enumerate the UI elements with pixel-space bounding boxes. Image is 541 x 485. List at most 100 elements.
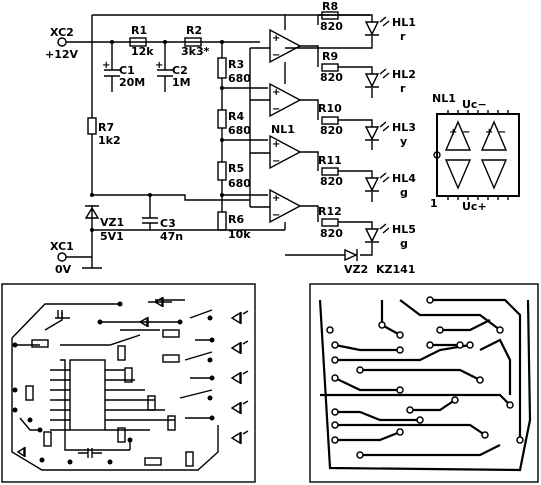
resistor-r1: R1 12k: [129, 24, 154, 58]
svg-text:+: +: [272, 33, 280, 44]
c1-name: C1: [119, 64, 135, 77]
r10-value: 820: [320, 124, 343, 137]
capacitor-c1: C1 20M +: [102, 40, 145, 92]
hl4-name: HL4: [392, 172, 416, 185]
resistor-r6: R6 10k: [217, 211, 251, 241]
r7-name: R7: [98, 121, 114, 134]
nl1-label: NL1: [271, 123, 295, 136]
comparator-2: + −: [269, 82, 302, 118]
pcb-copper-layout: [309, 283, 539, 483]
svg-text:−: −: [272, 156, 280, 167]
r2-name: R2: [186, 24, 202, 37]
r3-name: R3: [228, 58, 244, 71]
svg-text:+: +: [449, 127, 457, 138]
hl3-name: HL3: [392, 121, 416, 134]
c3-name: C3: [160, 217, 176, 230]
xc2-label: XC2: [50, 26, 74, 39]
schematic: XC2 +12V XC1 0V R1 12k R2 3k3*: [45, 0, 416, 276]
resistor-r3: R3 680: [217, 57, 251, 85]
pinout-uc-plus: Uc+: [462, 200, 487, 213]
r5-name: R5: [228, 162, 244, 175]
resistor-r5: R5 680: [217, 161, 251, 190]
terminal-xc2: XC2 +12V: [45, 26, 79, 61]
pinout-title: NL1: [432, 92, 456, 105]
r11-value: 820: [320, 175, 343, 188]
comparator-4: + −: [269, 188, 302, 224]
pinout-pin1: 1: [430, 197, 438, 210]
pcb-component-layout: [1, 283, 256, 483]
r11-name: R11: [318, 154, 342, 167]
r8-value: 820: [320, 20, 343, 33]
led-hl4: HL4 g: [364, 172, 416, 199]
c3-value: 47n: [160, 230, 183, 243]
comparator-3: + −: [269, 134, 302, 170]
hl3-color: y: [400, 135, 407, 148]
capacitor-c2: C2 1M +: [155, 40, 191, 92]
hl1-name: HL1: [392, 16, 416, 29]
xc1-label: XC1: [50, 240, 74, 253]
r2-value: 3k3*: [181, 45, 210, 58]
c2-polarity: +: [155, 60, 163, 71]
resistor-r2: R2 3k3*: [181, 24, 210, 58]
resistor-r9: R9 820: [320, 50, 343, 84]
vz2-name: VZ2: [344, 263, 368, 276]
r7-value: 1k2: [98, 134, 121, 147]
r4-name: R4: [228, 110, 244, 123]
r6-value: 10k: [228, 228, 251, 241]
r8-name: R8: [322, 0, 338, 13]
r4-value: 680: [228, 124, 251, 137]
vz1-name: VZ1: [100, 216, 124, 229]
hl1-color: r: [400, 30, 406, 43]
hl2-color: r: [400, 82, 406, 95]
svg-text:+: +: [272, 87, 280, 98]
hl5-name: HL5: [392, 223, 416, 236]
resistor-r10: R10 820: [318, 102, 343, 137]
svg-text:+: +: [272, 139, 280, 150]
vz2-value: KZ141: [376, 263, 415, 276]
r9-name: R9: [322, 50, 338, 63]
r12-value: 820: [320, 227, 343, 240]
led-hl5: HL5 g: [364, 223, 416, 250]
svg-text:−: −: [272, 104, 280, 115]
r5-value: 680: [228, 177, 251, 190]
r9-value: 820: [320, 71, 343, 84]
nl1-pinout: NL1 Uc− + − + − 1 Uc+: [430, 92, 520, 213]
resistor-r12: R12 820: [318, 205, 343, 240]
xc1-voltage: 0V: [55, 263, 72, 276]
led-hl1: HL1 r: [364, 16, 416, 43]
comparator-1: + −: [269, 28, 302, 64]
xc2-voltage: +12V: [45, 48, 79, 61]
svg-text:+: +: [272, 193, 280, 204]
svg-text:−: −: [498, 127, 506, 138]
vz1-value: 5V1: [100, 230, 124, 243]
pcb-led-row: [230, 310, 249, 445]
hl5-color: g: [400, 237, 408, 250]
capacitor-c3: C3 47n: [142, 193, 183, 243]
r1-value: 12k: [131, 45, 154, 58]
svg-text:−: −: [462, 127, 470, 138]
hl4-color: g: [400, 186, 408, 199]
c2-value: 1M: [172, 76, 191, 89]
led-hl3: HL3 y: [364, 121, 416, 148]
r12-name: R12: [318, 205, 342, 218]
zener-vz2: VZ2 KZ141: [344, 248, 415, 276]
resistor-r8: R8 820: [320, 0, 343, 33]
svg-text:−: −: [272, 50, 280, 61]
terminal-xc1: XC1 0V: [50, 240, 74, 276]
pinout-uc-minus: Uc−: [462, 98, 487, 111]
zener-vz1: VZ1 5V1: [84, 205, 124, 243]
r3-value: 680: [228, 72, 251, 85]
r10-name: R10: [318, 102, 342, 115]
resistor-r7: R7 1k2: [87, 117, 121, 147]
led-hl2: HL2 r: [364, 68, 416, 95]
r6-name: R6: [228, 213, 244, 226]
svg-text:+: +: [485, 127, 493, 138]
svg-text:−: −: [272, 210, 280, 221]
c1-value: 20M: [119, 76, 145, 89]
r1-name: R1: [131, 24, 147, 37]
resistor-r4: R4 680: [217, 109, 251, 137]
c2-name: C2: [172, 64, 188, 77]
c1-polarity: +: [102, 60, 110, 71]
hl2-name: HL2: [392, 68, 416, 81]
